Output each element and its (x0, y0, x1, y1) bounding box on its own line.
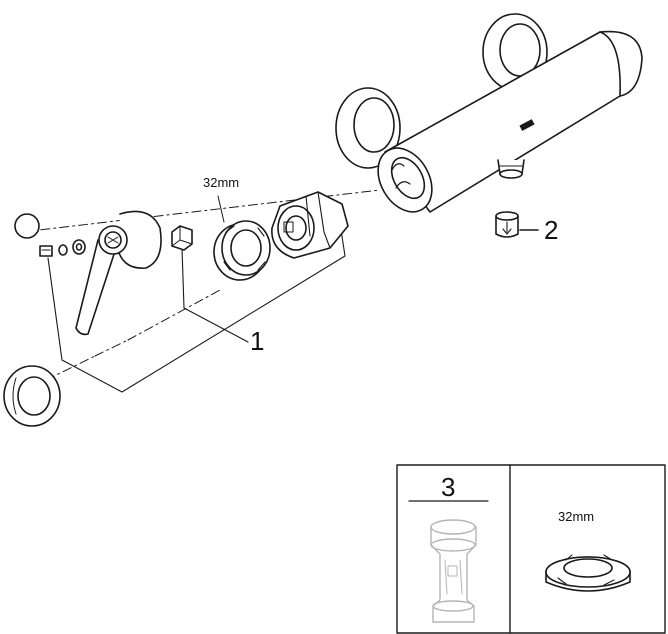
inset-cartridge (430, 519, 477, 623)
cartridge (271, 191, 349, 259)
hexagon-nut (213, 195, 271, 281)
callout-1: 1 (250, 326, 265, 356)
adapter (171, 225, 193, 251)
callout-2: 2 (544, 215, 559, 245)
callout-3: 3 (441, 472, 456, 502)
escutcheon-ring (3, 365, 61, 427)
mixer-body (335, 13, 643, 213)
inset-hexagon-nut (545, 554, 631, 592)
spare-parts-inset (396, 464, 666, 634)
inset-nut-size-label: 32mm (558, 509, 595, 524)
lever-handle (75, 210, 162, 336)
handle-cap (14, 213, 40, 239)
aerator (495, 211, 539, 238)
nut-size-label: 32mm (203, 175, 240, 190)
fixing-screw (39, 239, 86, 257)
